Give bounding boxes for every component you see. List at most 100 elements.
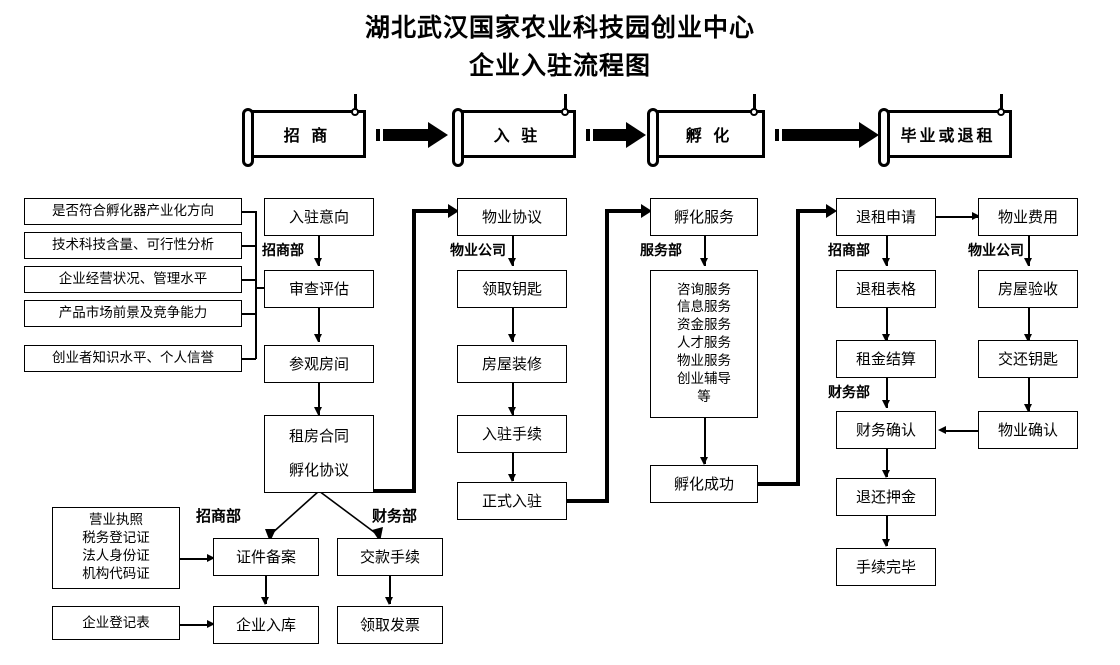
box-label: 入驻意向 <box>288 207 349 226</box>
flow-box-property-fee: 物业费用 <box>978 198 1078 236</box>
thick-conn-success-arrowhead <box>826 204 837 218</box>
flow-box-visit-room: 参观房间 <box>264 345 374 383</box>
thick-conn-contract-arrowhead <box>448 204 459 218</box>
stage-arrow-2 <box>586 122 646 148</box>
conn-inspection-keys <box>1028 308 1030 342</box>
conn-decor-procedure-arrowhead <box>508 407 516 415</box>
box-label: 领取发票 <box>359 615 420 634</box>
conn-list-success <box>704 418 706 464</box>
flow-box-finance-confirm: 财务确认 <box>836 411 936 449</box>
box-label: 手续完毕 <box>855 557 916 576</box>
criteria-stub-4 <box>242 313 256 315</box>
service-item: 资金服务 <box>677 317 731 334</box>
box-label-line2: 孵化协议 <box>288 461 349 479</box>
service-item: 人才服务 <box>677 335 731 352</box>
box-label: 物业协议 <box>481 207 542 226</box>
service-item: 信息服务 <box>677 299 731 316</box>
page-title-line2: 企业入驻流程图 <box>468 51 651 80</box>
thick-conn-contract-right <box>372 489 416 493</box>
box-label: 领取钥匙 <box>481 279 542 298</box>
thick-conn-contract-into-property <box>412 209 450 213</box>
box-label: 证件备案 <box>235 547 296 566</box>
arrow-tail-icon <box>376 129 380 141</box>
flow-box-refund-deposit: 退还押金 <box>836 478 936 516</box>
criteria-stub-2 <box>242 245 256 247</box>
flow-box-return-keys: 交还钥匙 <box>978 340 1078 378</box>
conn-key-decor-arrowhead <box>508 334 516 342</box>
dept-label-bottom-finance: 财务部 <box>372 507 418 525</box>
conn-key-decor <box>512 308 514 342</box>
flow-box-document-filing: 证件备案 <box>213 538 319 576</box>
criteria-label: 产品市场前景及竞争能力 <box>58 305 208 322</box>
criteria-stub-1 <box>242 211 256 213</box>
arrow-head-icon <box>428 122 448 148</box>
conn-prop-key <box>512 236 514 266</box>
box-label: 审查评估 <box>288 279 349 298</box>
dept-label-property-company: 物业公司 <box>450 243 506 259</box>
conn-intent-review <box>318 236 320 266</box>
flow-box-incubation-service: 孵化服务 <box>650 198 758 236</box>
service-item: 等 <box>697 388 711 405</box>
criteria-item-1: 是否符合孵化器产业化方向 <box>24 198 242 225</box>
conn-visit-contract <box>318 383 320 415</box>
arrow-shaft-icon <box>383 129 428 141</box>
conn-exitapp-form <box>886 236 888 266</box>
flow-box-review-assess: 审查评估 <box>264 270 374 308</box>
box-label: 房屋装修 <box>481 354 542 373</box>
criteria-label: 技术科技含量、可行性分析 <box>52 237 214 254</box>
conn-fee-inspection <box>1028 236 1030 266</box>
conn-keys-propconfirm-arrowhead <box>1024 404 1032 412</box>
thick-conn-success-into-exit <box>796 209 828 213</box>
box-label: 退租表格 <box>855 279 916 298</box>
conn-regform-db-arrowhead <box>207 620 215 628</box>
flow-box-lease-contract: 租房合同 孵化协议 <box>264 415 374 493</box>
conn-intent-review-arrowhead <box>314 258 322 266</box>
document-item: 法人身份证 <box>82 548 150 564</box>
flow-box-settle-intent: 入驻意向 <box>264 198 374 236</box>
stage-banner-label: 招 商 <box>283 126 331 145</box>
box-label: 正式入驻 <box>481 491 542 510</box>
document-item: 营业执照 <box>89 512 143 529</box>
box-label: 孵化成功 <box>673 474 734 493</box>
stage-banner-attract: 招 商 <box>242 94 366 167</box>
criteria-label: 企业经营状况、管理水平 <box>58 271 208 288</box>
document-item: 机构代码证 <box>82 565 150 582</box>
flow-box-rent-settlement: 租金结算 <box>836 340 936 378</box>
dept-label-exit-attract: 招商部 <box>828 243 870 259</box>
box-label: 参观房间 <box>288 354 349 373</box>
thick-conn-contract-up <box>412 209 416 493</box>
conn-finance-deposit <box>886 449 888 477</box>
arrow-tail-icon <box>586 129 590 141</box>
flow-box-service-list: 咨询服务 信息服务 资金服务 人才服务 物业服务 创业辅导 等 <box>650 270 758 418</box>
box-label: 入驻手续 <box>481 424 542 443</box>
stage-banner-label: 毕业或退租 <box>900 126 996 145</box>
box-label: 交款手续 <box>359 547 420 566</box>
criteria-item-5: 创业者知识水平、个人信誉 <box>24 345 242 372</box>
scroll-hook-icon <box>561 94 569 116</box>
conn-filing-db-arrowhead <box>261 597 269 605</box>
service-item: 物业服务 <box>677 352 731 369</box>
conn-service-list-arrowhead <box>700 258 708 266</box>
registration-form-box: 企业登记表 <box>52 606 180 640</box>
box-label: 租金结算 <box>855 349 916 368</box>
flow-box-enterprise-database: 企业入库 <box>213 606 319 644</box>
page-title-line1: 湖北武汉国家农业科技园创业中心 <box>364 13 755 42</box>
conn-payment-invoice <box>389 576 391 604</box>
conn-rent-finance <box>886 378 888 408</box>
arrow-head-icon <box>626 122 646 148</box>
criteria-item-2: 技术科技含量、可行性分析 <box>24 232 242 259</box>
dept-label-attract: 招商部 <box>262 243 304 259</box>
stage-banner-label: 入 驻 <box>493 126 541 145</box>
stage-banner-incubate: 孵 化 <box>647 94 765 167</box>
box-label: 退租申请 <box>855 207 916 226</box>
flow-box-property-agreement: 物业协议 <box>457 198 567 236</box>
thick-conn-formal-into-service <box>605 209 643 213</box>
conn-documents-filing <box>180 558 210 560</box>
criteria-item-4: 产品市场前景及竞争能力 <box>24 300 242 327</box>
conn-form-rent <box>886 308 888 342</box>
conn-keys-propconfirm <box>1028 378 1030 412</box>
conn-propconfirm-financeconfirm <box>946 430 978 432</box>
conn-service-list <box>704 236 706 266</box>
conn-list-success-arrowhead <box>700 457 708 465</box>
conn-procedure-formal-arrowhead <box>508 474 516 482</box>
